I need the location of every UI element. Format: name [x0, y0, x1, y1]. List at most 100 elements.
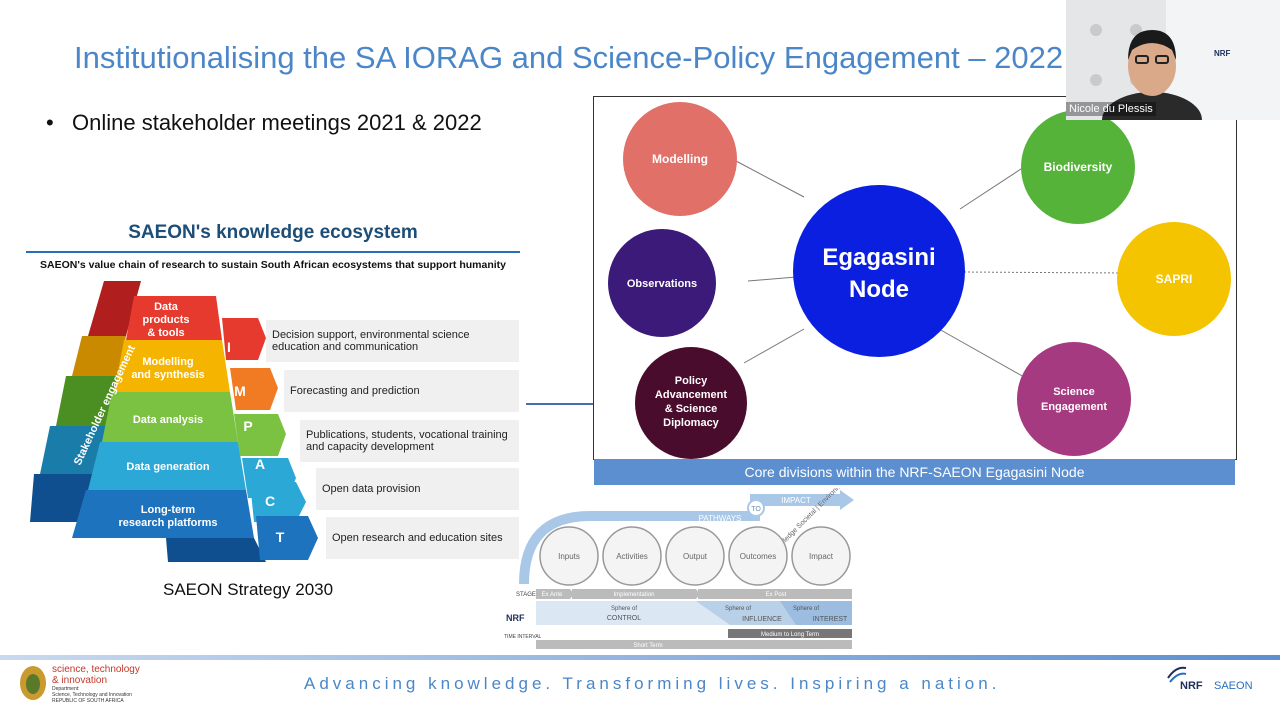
pyramid-level-platforms	[72, 490, 254, 538]
person-face	[1128, 36, 1176, 96]
dsi-small-1: Department:	[52, 686, 80, 692]
dsi-small-2: Science, Technology and Innovation	[52, 692, 132, 698]
stage-circle-activities	[602, 526, 662, 586]
center-text-2: Node	[849, 276, 909, 303]
center-text-1: Egagasini	[822, 244, 935, 271]
node-science-engagement	[1017, 342, 1131, 456]
pyramid-level-data-products	[126, 296, 222, 340]
node-center	[793, 185, 965, 357]
node-policy-text-4: Diplomacy	[663, 417, 720, 429]
video-nrf-logo: NRF	[1214, 49, 1231, 58]
node-biodiversity	[1021, 110, 1135, 224]
stage-output: Output	[683, 552, 708, 561]
footer-saeon-logo: SAEON	[1214, 680, 1253, 692]
ecosystem-pyramid: Data products & tools Modelling and synt…	[30, 281, 318, 562]
impact-arrow-m	[230, 368, 278, 410]
impact-pathway-diagram: PATHWAYS IMPACT TO Economic | Knowledge …	[504, 488, 854, 649]
level-2-text-1: Modelling	[142, 356, 193, 368]
level-1-text-3: & tools	[147, 327, 184, 339]
node-sapri-text: SAPRI	[1156, 272, 1193, 286]
bullet-text: Online stakeholder meetings 2021 & 2022	[72, 110, 482, 135]
node-policy-text-3: & Science	[665, 403, 718, 415]
participant-name: Nicole du Plessis	[1066, 102, 1156, 116]
footer-tagline: Advancing knowledge. Transforming lives.…	[304, 674, 1001, 693]
node-science-text-1: Science	[1053, 386, 1095, 398]
pyramid-base-shadow	[166, 538, 266, 562]
node-science-text-2: Engagement	[1041, 401, 1107, 413]
time-label: TIME INTERVAL	[504, 634, 542, 640]
sphere-influence-small: Sphere of	[725, 606, 751, 612]
impact-letter-c: C	[265, 493, 275, 509]
pyramid-back-green	[56, 376, 118, 426]
pyramid-back-red	[88, 281, 141, 336]
ecosystem-divider	[26, 251, 520, 253]
time-short: Short Term	[633, 643, 662, 649]
node-diagram-svg: Egagasini Node Modelling Observations Po…	[608, 102, 1231, 459]
slide-title: Institutionalising the SA IORAG and Scie…	[74, 40, 1064, 75]
level-3-text: Data analysis	[133, 414, 203, 426]
video-frame: NRF	[1066, 0, 1280, 120]
stage-seg-impl: Implementation	[613, 592, 654, 598]
node-sapri	[1117, 222, 1231, 336]
impact-arrow-t	[256, 516, 318, 560]
node-policy	[635, 347, 747, 459]
pathways-label: PATHWAYS	[699, 514, 742, 523]
stage-seg-expost: Ex Post	[766, 592, 787, 598]
output-row-4: Open data provision	[316, 468, 519, 510]
pyramid-level-generation	[88, 442, 246, 490]
ecosystem-title: SAEON's knowledge ecosystem	[128, 222, 418, 243]
sphere-interest-big: INTEREST	[813, 616, 848, 623]
diagram-caption: Core divisions within the NRF-SAEON Egag…	[594, 459, 1235, 485]
level-4-text: Data generation	[126, 461, 209, 473]
time-medium-long: Medium to Long Term	[761, 632, 819, 638]
to-label: TO	[751, 506, 761, 513]
participant-video-tile[interactable]: NRF	[1066, 0, 1280, 120]
impact-letter-p: P	[243, 418, 252, 434]
bullet-dot-icon: •	[46, 110, 54, 135]
bullet-item: • Online stakeholder meetings 2021 & 2022	[46, 110, 482, 136]
dsi-line-1: science, technology	[52, 664, 140, 675]
pyramid-back-yellow	[72, 336, 126, 376]
ecosystem-subtitle: SAEON's value chain of research to susta…	[40, 259, 506, 271]
stage-seg-exante: Ex Ante	[542, 592, 563, 598]
stage-label: STAGE	[516, 592, 536, 598]
stage-circle-impact	[791, 526, 851, 586]
footer-gradient-bar	[0, 655, 1280, 660]
level-1-text-1: Data	[154, 301, 179, 313]
node-observations-text: Observations	[627, 278, 697, 290]
stage-impact: Impact	[809, 552, 834, 561]
impact-arrow-p	[234, 414, 286, 456]
impact-arrow-c	[250, 482, 306, 522]
impact-letter-a: A	[255, 456, 265, 472]
sphere-control-small: Sphere of	[611, 606, 637, 612]
person-hair	[1128, 30, 1176, 60]
dsi-line-2: & innovation	[52, 675, 108, 686]
pyramid-level-analysis	[102, 392, 238, 442]
dsi-department: Department: Science, Technology and Inno…	[52, 686, 132, 704]
node-modelling-text: Modelling	[652, 152, 708, 166]
stage-inputs: Inputs	[558, 552, 580, 561]
stage-activities: Activities	[616, 552, 648, 561]
pathway-nrf-logo: NRF	[506, 613, 525, 623]
nrf-swoosh-icon	[1167, 666, 1187, 683]
node-observations	[608, 229, 716, 337]
stage-circle-outcomes	[728, 526, 788, 586]
impact-letter-t: T	[276, 529, 285, 545]
impact-letter-i: I	[227, 339, 231, 355]
sphere-control-big: CONTROL	[607, 615, 641, 622]
impact-top-label: IMPACT	[781, 496, 811, 505]
node-diagram: Egagasini Node Modelling Observations Po…	[593, 96, 1237, 460]
level-5-text-2: research platforms	[118, 517, 217, 529]
output-row-5: Open research and education sites	[326, 517, 519, 559]
footer-nrf-logo: NRF	[1180, 680, 1203, 692]
node-policy-text-2: Advancement	[655, 389, 727, 401]
pyramid-back-blue	[40, 426, 110, 474]
stage-circle-inputs	[539, 526, 599, 586]
level-1-text-2: products	[142, 314, 189, 326]
pyramid-level-modelling	[114, 340, 230, 392]
dsi-small-3: REPUBLIC OF SOUTH AFRICA	[52, 698, 124, 704]
output-row-1: Decision support, environmental science …	[266, 320, 519, 362]
node-modelling	[623, 102, 737, 216]
stage-outcomes: Outcomes	[740, 552, 776, 561]
sphere-influence-big: INFLUENCE	[742, 616, 782, 623]
